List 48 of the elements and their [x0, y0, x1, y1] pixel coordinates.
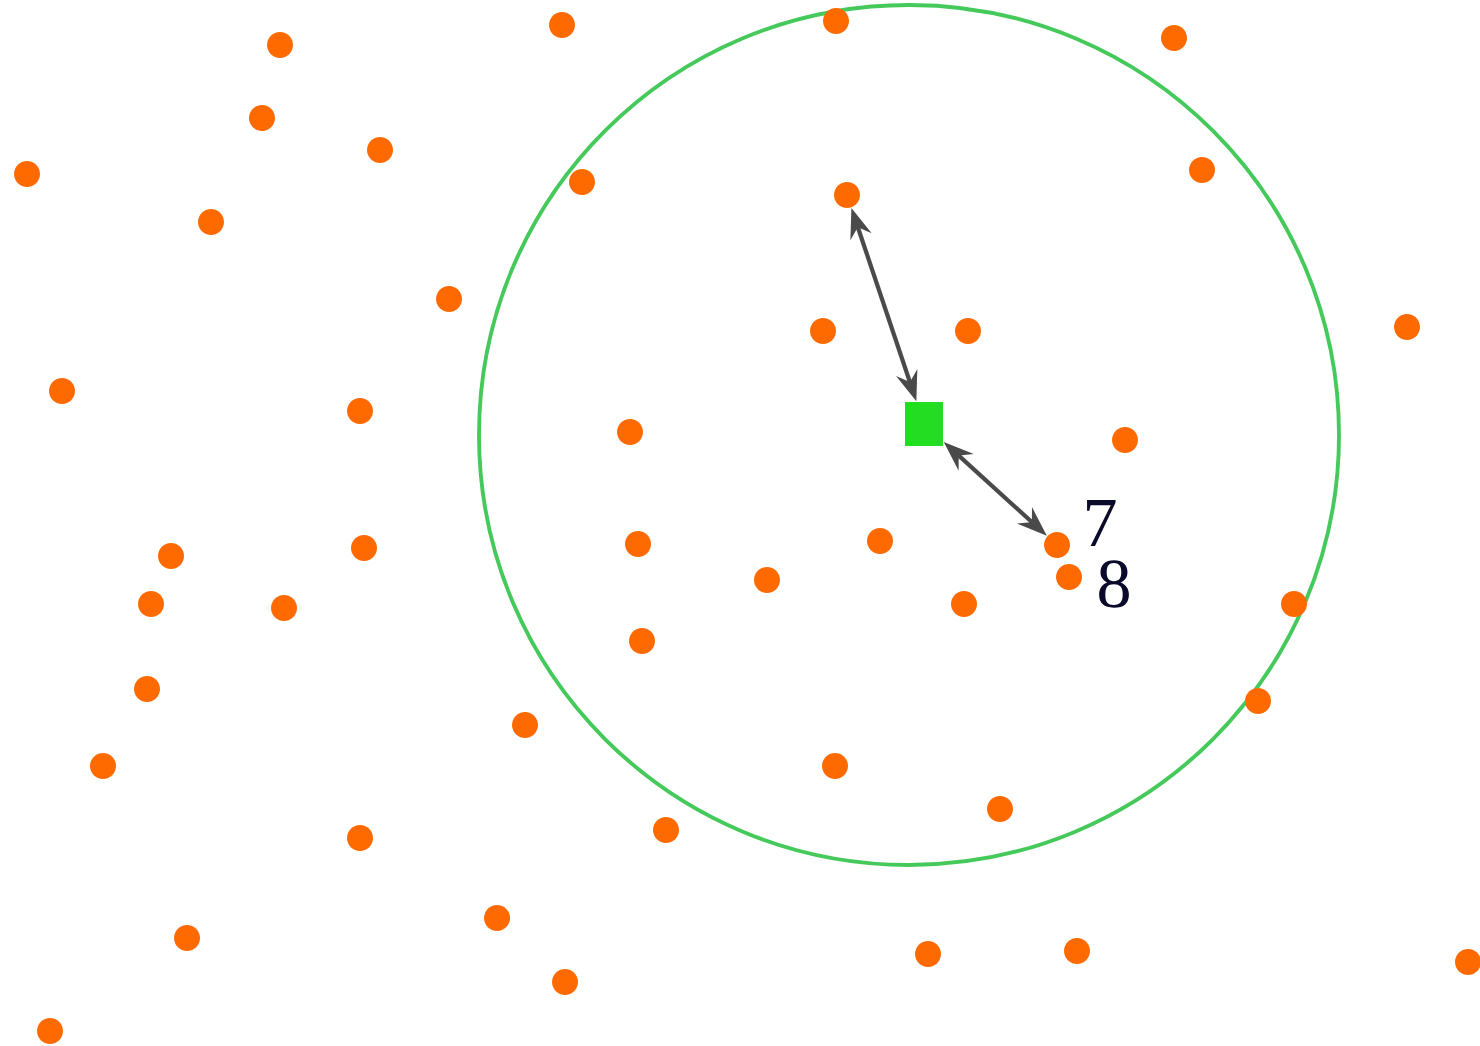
dot — [271, 595, 297, 621]
dot — [1394, 314, 1420, 340]
dot — [754, 567, 780, 593]
dot — [347, 825, 373, 851]
dot — [1112, 427, 1138, 453]
dot — [822, 753, 848, 779]
dot — [1044, 532, 1070, 558]
dot — [49, 378, 75, 404]
dot — [1189, 157, 1215, 183]
dot — [549, 12, 575, 38]
dot — [987, 796, 1013, 822]
point-label: 8 — [1099, 560, 1129, 608]
dot — [867, 528, 893, 554]
dot — [249, 105, 275, 131]
dot — [134, 676, 160, 702]
dot — [1064, 938, 1090, 964]
dot — [955, 318, 981, 344]
dot — [267, 32, 293, 58]
dot — [1161, 25, 1187, 51]
dot — [37, 1018, 63, 1044]
dot — [951, 591, 977, 617]
dot — [625, 531, 651, 557]
dot — [198, 209, 224, 235]
dot — [653, 817, 679, 843]
dot — [629, 628, 655, 654]
dot — [158, 543, 184, 569]
dot — [810, 318, 836, 344]
dot — [347, 398, 373, 424]
dot — [569, 169, 595, 195]
square-marker — [905, 402, 943, 446]
dot — [617, 419, 643, 445]
dot — [367, 137, 393, 163]
dot — [1245, 688, 1271, 714]
dot — [484, 905, 510, 931]
dot — [351, 535, 377, 561]
dot — [1056, 564, 1082, 590]
dot — [14, 161, 40, 187]
dot — [823, 8, 849, 34]
dot — [915, 941, 941, 967]
dot — [174, 925, 200, 951]
dot — [1281, 591, 1307, 617]
dot — [834, 182, 860, 208]
dot — [512, 712, 538, 738]
dot — [90, 753, 116, 779]
dot — [138, 591, 164, 617]
dot — [436, 286, 462, 312]
dot — [552, 969, 578, 995]
point-label: 7 — [1087, 500, 1116, 546]
